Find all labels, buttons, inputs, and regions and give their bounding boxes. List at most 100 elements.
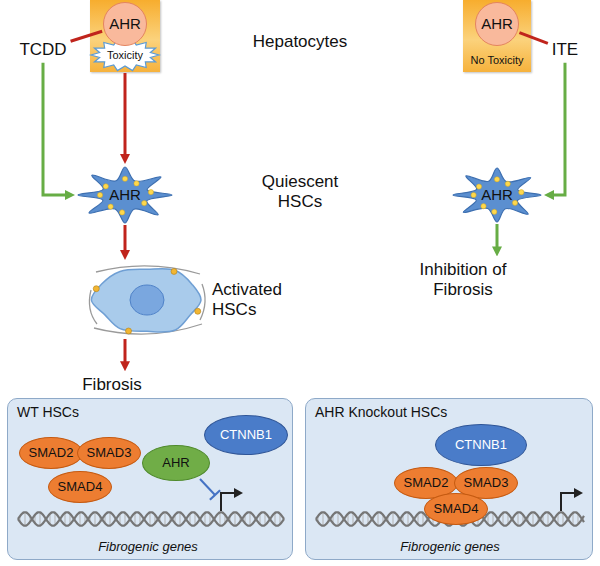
- outcome-label: Inhibition of Fibrosis: [401, 258, 525, 301]
- dna-rung: [25, 512, 26, 526]
- dna-rung: [235, 512, 236, 526]
- flow-arrow: [550, 63, 565, 195]
- flow-arrow: [124, 339, 127, 365]
- flow-arrow: [496, 224, 499, 250]
- protein-ellipse: CTNNB1: [435, 424, 527, 466]
- lipid-droplet: [142, 201, 147, 206]
- node-text: Fibrosis: [82, 375, 142, 395]
- protein-ellipse: AHR: [142, 445, 210, 481]
- dna-strand: [18, 512, 284, 526]
- dna-rung: [323, 512, 324, 526]
- hepatocyte-box: AHR No Toxicity: [463, 0, 531, 72]
- cell-nucleus: [130, 285, 164, 315]
- activated-cell: [88, 262, 206, 338]
- inhibition-line: [200, 479, 215, 495]
- activated-hsc: Activated HSCs: [88, 262, 298, 338]
- node-text: CTNNB1: [455, 438, 507, 453]
- flow-arrow: [71, 31, 103, 41]
- cell-body: [91, 269, 201, 332]
- dna-rung: [95, 512, 96, 526]
- node-text: SMAD3: [87, 446, 132, 461]
- chemical-label: ITE: [549, 38, 581, 62]
- protein-ellipse: SMAD2: [19, 437, 83, 469]
- connector-group: [43, 31, 565, 365]
- dna-rung: [220, 512, 221, 526]
- hepatocyte-box: AHR Toxicity: [90, 0, 160, 72]
- node-text: AHR: [109, 186, 141, 203]
- stage-label: Hepatocytes: [240, 32, 360, 52]
- lipid-droplet: [494, 177, 499, 182]
- gene-label: Fibrogenic genes: [68, 540, 228, 555]
- node-text: AHR: [481, 15, 513, 32]
- cell-granule: [126, 328, 132, 334]
- lipid-droplet: [519, 190, 524, 195]
- cell-granule: [93, 286, 99, 292]
- dna-rung: [40, 512, 41, 526]
- cell-granule: [195, 308, 201, 314]
- dna-rung: [378, 512, 379, 526]
- mechanism-panel: CTNNB1SMAD2SMAD3SMAD4AHR Knockout HSCsFi…: [305, 398, 593, 560]
- protein-ellipse: CTNNB1: [204, 415, 288, 455]
- protein-ellipse: SMAD4: [424, 493, 488, 525]
- dna-strand: [18, 512, 284, 526]
- flow-arrow: [124, 225, 127, 254]
- lipid-droplet: [476, 184, 481, 189]
- quiescent-hsc: AHR: [77, 166, 173, 224]
- dna-rung: [518, 512, 519, 526]
- lipid-droplet: [108, 204, 113, 209]
- node-text: AHR: [109, 15, 141, 32]
- transcription-arrowhead: [574, 488, 583, 498]
- label-box: Fibrogenic genes: [370, 540, 530, 555]
- node-text: Activated HSCs: [212, 280, 296, 319]
- stage-label: Quiescent HSCs: [250, 172, 350, 211]
- label-box: Quiescent HSCs: [250, 172, 350, 211]
- node-text: AHR: [162, 456, 189, 471]
- lipid-droplet: [492, 209, 497, 214]
- chemical-label: TCDD: [16, 38, 69, 62]
- panel-heading: AHR Knockout HSCs: [315, 404, 447, 420]
- ahr-receptor: AHR: [103, 2, 147, 46]
- dna-rung: [180, 512, 181, 526]
- transcription-arrow: [561, 493, 575, 511]
- cell-body: [78, 167, 172, 223]
- outcome-label: Fibrosis: [79, 373, 145, 397]
- node-text: SMAD3: [464, 476, 509, 491]
- dna-rung: [110, 512, 111, 526]
- cell-granule: [171, 268, 177, 274]
- ahr-receptor: AHR: [475, 2, 519, 46]
- gene-label: Fibrogenic genes: [370, 540, 530, 555]
- node-text: SMAD4: [434, 502, 479, 517]
- mechanism-panel: SMAD2SMAD3SMAD4AHRCTNNB1WT HSCsFibrogeni…: [7, 398, 293, 560]
- flow-arrow: [124, 73, 127, 158]
- dna-rung: [80, 512, 81, 526]
- node-text: Toxicity: [107, 49, 143, 62]
- transcription-arrow: [221, 493, 235, 511]
- dna-rung: [393, 512, 394, 526]
- dna-rung: [250, 512, 251, 526]
- label-box: Fibrogenic genes: [68, 540, 228, 555]
- lipid-droplet: [122, 176, 127, 181]
- node-text: SMAD4: [58, 480, 103, 495]
- transcription-arrowhead: [234, 488, 243, 498]
- lipid-droplet: [103, 184, 108, 189]
- dna-rung: [408, 512, 409, 526]
- node-text: AHR: [481, 186, 513, 203]
- cell-body: [453, 168, 541, 222]
- lipid-droplet: [512, 200, 517, 205]
- dna-rung: [150, 512, 151, 526]
- node-text: No Toxicity: [471, 54, 524, 67]
- flow-arrow: [43, 63, 69, 195]
- node-text: SMAD2: [29, 446, 74, 461]
- quiescent-hsc: AHR: [452, 167, 542, 223]
- lipid-droplet: [134, 181, 139, 186]
- dna-rung: [548, 512, 549, 526]
- dna-rung: [338, 512, 339, 526]
- node-text: TCDD: [19, 40, 66, 60]
- inhibition-bar: [210, 490, 220, 500]
- lipid-droplet: [505, 181, 510, 186]
- lipid-droplet: [97, 192, 102, 197]
- dna-rung: [533, 512, 534, 526]
- lipid-droplet: [120, 210, 125, 215]
